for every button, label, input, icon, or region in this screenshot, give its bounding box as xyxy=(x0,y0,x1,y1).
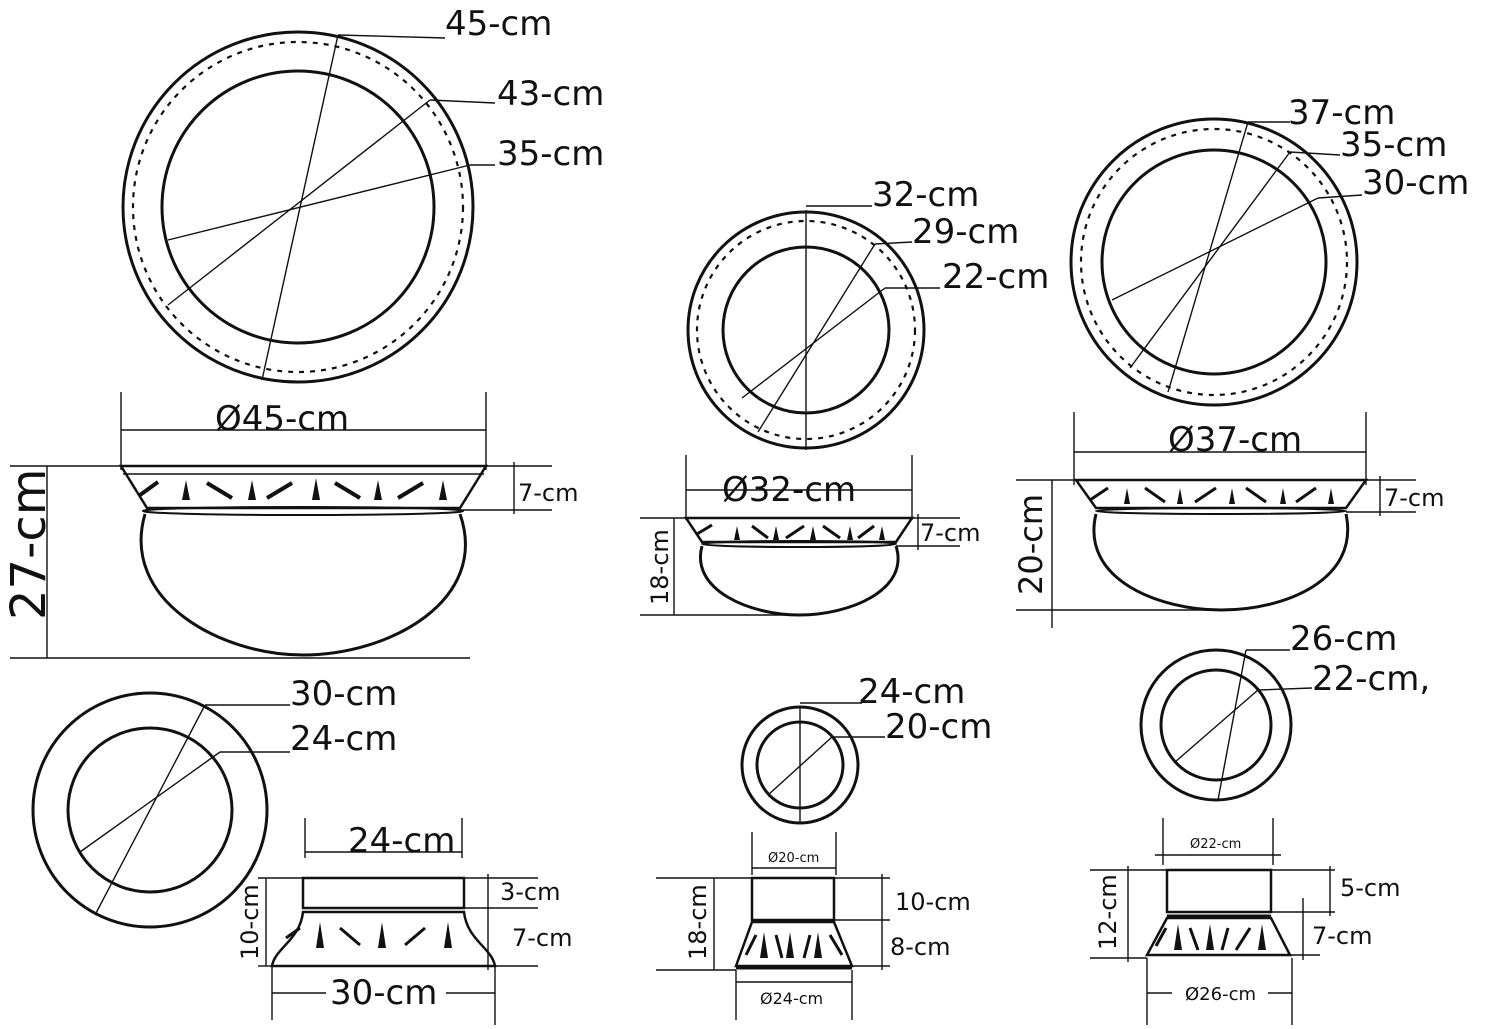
right-height-label: 20-cm xyxy=(1012,494,1050,595)
small-right-upper-band xyxy=(1165,868,1273,914)
large-diameter-label: Ø45-cm xyxy=(215,399,349,439)
small-mid-height-label: 18-cm xyxy=(684,884,712,960)
small-right-inner-ring xyxy=(1159,668,1273,782)
right-dashed-ring xyxy=(1079,127,1349,397)
right-middle-label: 35-cm xyxy=(1340,125,1447,165)
large-lamp-side-view: Ø45-cm 7-cm 27-cm xyxy=(1,392,579,659)
small-right-bottom-diameter-label: Ø26-cm xyxy=(1185,984,1256,1005)
right-inner-ring xyxy=(1100,148,1328,376)
small-mid-lamp-top-view: 24-cm 20-cm xyxy=(740,672,992,825)
small-left-upper-label: 3-cm xyxy=(500,878,561,906)
small-right-height-label: 12-cm xyxy=(1094,874,1122,950)
right-lamp-top-view: 37-cm 35-cm 30-cm xyxy=(1069,93,1469,407)
small-right-outer-label: 26-cm xyxy=(1290,619,1397,659)
small-left-inner-label: 24-cm xyxy=(290,719,397,759)
right-inner-label: 30-cm xyxy=(1362,163,1469,203)
medium-lamp-side-view: Ø32-cm 7-cm 18-cm xyxy=(640,455,981,617)
right-diameter-label: Ø37-cm xyxy=(1168,420,1302,460)
medium-band-label: 7-cm xyxy=(920,519,981,547)
small-right-upper-label: 5-cm xyxy=(1340,874,1401,902)
large-glass-bowl xyxy=(139,513,467,657)
right-outer-label: 37-cm xyxy=(1288,93,1395,133)
small-left-bottom-width-label: 30-cm xyxy=(330,973,437,1013)
right-outer-ring xyxy=(1069,117,1359,407)
small-mid-inner-label: 20-cm xyxy=(885,707,992,747)
medium-height-label: 18-cm xyxy=(646,529,674,605)
large-band-label: 7-cm xyxy=(518,479,579,507)
medium-lamp-top-view: 32-cm 29-cm 22-cm xyxy=(686,175,1049,450)
small-left-lamp-side-view: 24-cm 3-cm 7-cm 10-cm 30-cm xyxy=(236,818,573,1025)
small-mid-outer-label: 24-cm xyxy=(858,672,965,712)
right-glass-bowl xyxy=(1092,513,1350,612)
small-left-height-label: 10-cm xyxy=(236,884,264,960)
small-right-inner-label: 22-cm, xyxy=(1312,659,1430,699)
large-lamp-top-view: 45-cm 43-cm 35-cm xyxy=(121,4,604,384)
large-height-label: 27-cm xyxy=(1,468,57,620)
small-right-lamp-top-view: 26-cm 22-cm, xyxy=(1139,619,1430,802)
small-left-upper-band xyxy=(301,876,466,910)
small-right-lamp-side-view: Ø22-cm 5-cm 7-cm 12-cm Ø26-cm xyxy=(1090,818,1401,1025)
large-inner-label: 35-cm xyxy=(497,134,604,174)
small-mid-top-diameter-label: Ø20-cm xyxy=(768,851,819,866)
small-right-outer-ring xyxy=(1139,648,1293,802)
small-left-inner-ring xyxy=(66,726,234,894)
medium-middle-label: 29-cm xyxy=(912,212,1019,252)
large-middle-label: 43-cm xyxy=(497,74,604,114)
small-left-lamp-top-view: 30-cm 24-cm xyxy=(31,674,397,929)
medium-dashed-ring xyxy=(695,219,917,441)
right-band-label: 7-cm xyxy=(1384,484,1445,512)
medium-inner-label: 22-cm xyxy=(942,257,1049,297)
small-left-outer-ring xyxy=(31,691,269,929)
small-mid-upper-label: 10-cm xyxy=(895,888,971,916)
medium-diameter-label: Ø32-cm xyxy=(722,470,856,510)
small-right-lower-label: 7-cm xyxy=(1312,922,1373,950)
small-left-outer-label: 30-cm xyxy=(290,674,397,714)
large-inner-ring xyxy=(160,69,436,345)
right-decor-band xyxy=(1073,478,1369,510)
small-mid-lower-label: 8-cm xyxy=(890,933,951,961)
small-left-lower-label: 7-cm xyxy=(512,924,573,952)
small-mid-lamp-side-view: Ø20-cm 10-cm 8-cm 18-cm Ø24-cm xyxy=(656,832,971,1020)
medium-glass-bowl xyxy=(698,545,900,617)
medium-outer-label: 32-cm xyxy=(872,175,979,215)
right-lamp-side-view: Ø37-cm 7-cm 20-cm xyxy=(1012,412,1445,628)
large-decor-band xyxy=(118,464,489,510)
small-mid-bottom-diameter-label: Ø24-cm xyxy=(760,989,823,1008)
small-right-lower-band xyxy=(1144,916,1293,957)
small-right-top-diameter-label: Ø22-cm xyxy=(1190,837,1241,852)
large-outer-ring xyxy=(121,30,475,384)
small-mid-upper-band xyxy=(750,876,836,922)
large-outer-label: 45-cm xyxy=(445,4,552,44)
small-left-top-width-label: 24-cm xyxy=(348,821,455,861)
large-dashed-ring xyxy=(131,40,465,374)
